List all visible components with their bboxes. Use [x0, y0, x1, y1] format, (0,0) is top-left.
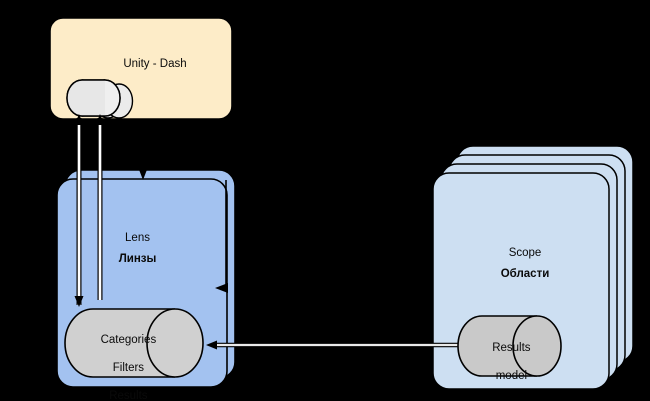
edge-lens-store-to-dash-right: [95, 114, 105, 300]
edge-lens-store-to-dash-left: [74, 114, 84, 307]
edge-scope-store-to-lens-store: [206, 340, 465, 350]
scope-store-cylinder: [457, 315, 562, 377]
edge-dash-to-lens-down: [138, 119, 148, 180]
lens-store-cylinder: [64, 308, 204, 378]
dash-store-cylinder: [66, 79, 121, 117]
edge-dash-to-lens-side: [215, 180, 228, 293]
